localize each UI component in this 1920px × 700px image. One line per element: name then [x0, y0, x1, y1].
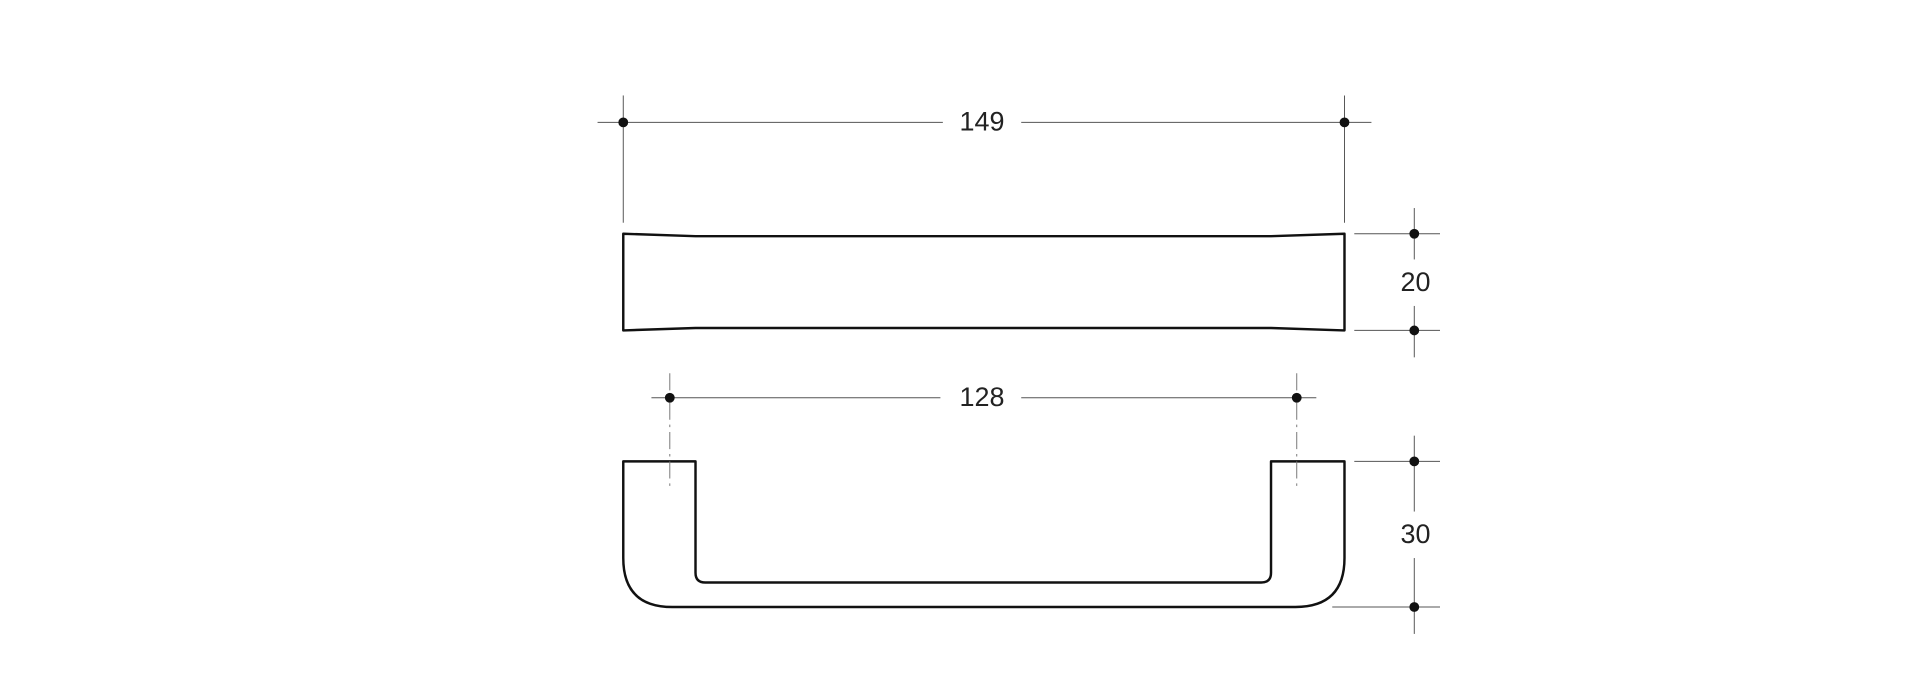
dimension-149: 149: [597, 95, 1372, 223]
dimension-label-overall-length: 149: [960, 107, 1005, 137]
dimension-label-depth: 30: [1401, 519, 1431, 549]
handle-side-view-outline: [622, 460, 1346, 609]
dimension-30: 30: [1332, 435, 1440, 634]
dimension-20: 20: [1354, 208, 1440, 358]
side-view: 128 30: [622, 373, 1440, 634]
dimension-128: 128: [651, 382, 1317, 412]
top-view: 149 20: [597, 95, 1440, 358]
dimension-label-height: 20: [1401, 267, 1431, 297]
dimension-label-hole-spacing: 128: [960, 382, 1005, 412]
handle-top-view-outline: [622, 232, 1346, 332]
